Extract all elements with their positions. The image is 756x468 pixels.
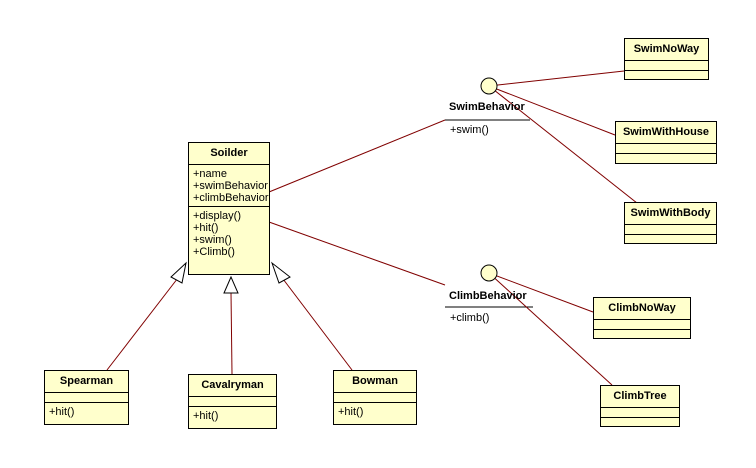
attribute: +swimBehavior bbox=[193, 180, 268, 192]
class-climbnoway[interactable]: ClimbNoWay bbox=[593, 297, 691, 339]
operation: +swim() bbox=[193, 234, 232, 246]
realization-climbtree bbox=[488, 272, 613, 386]
operation: +hit() bbox=[193, 410, 219, 422]
realization-swimwithbody bbox=[488, 85, 638, 204]
attributes bbox=[594, 320, 690, 330]
interface-swimbehavior-name: SwimBehavior bbox=[449, 101, 525, 113]
operation: +hit() bbox=[49, 406, 75, 418]
attribute: +name bbox=[193, 168, 227, 180]
operations: +display() +hit() +swim() +Climb() bbox=[189, 207, 269, 260]
attributes bbox=[189, 397, 276, 407]
class-climbtree[interactable]: ClimbTree bbox=[600, 385, 680, 427]
attribute: +climbBehavior bbox=[193, 192, 269, 204]
operations: +hit() bbox=[45, 403, 128, 420]
class-name: ClimbNoWay bbox=[594, 298, 690, 320]
class-name: SwimNoWay bbox=[625, 39, 708, 61]
attributes bbox=[616, 144, 716, 154]
interface-climbbehavior-name: ClimbBehavior bbox=[449, 290, 527, 302]
attributes bbox=[601, 408, 679, 418]
swimbehavior-interface-icon bbox=[480, 77, 498, 95]
generalization-arrowhead-left bbox=[170, 261, 187, 284]
operation: +hit() bbox=[193, 222, 219, 234]
class-spearman[interactable]: Spearman +hit() bbox=[44, 370, 129, 425]
realization-swimwithhouse bbox=[488, 85, 616, 136]
class-name: SwimWithBody bbox=[625, 203, 716, 225]
class-name: Cavalryman bbox=[189, 375, 276, 397]
realization-swimnoway bbox=[488, 70, 625, 87]
association-soilder-climbbehavior bbox=[268, 221, 446, 286]
association-soilder-swimbehavior bbox=[268, 119, 446, 193]
class-name: Bowman bbox=[334, 371, 416, 393]
attributes bbox=[45, 393, 128, 403]
operation: +Climb() bbox=[193, 246, 235, 258]
generalization-cavalryman bbox=[230, 291, 233, 375]
class-swimnoway[interactable]: SwimNoWay bbox=[624, 38, 709, 80]
interface-swimbehavior-operation: +swim() bbox=[450, 124, 489, 136]
generalization-arrowhead-center bbox=[223, 275, 239, 294]
operations: +hit() bbox=[334, 403, 416, 420]
interface-climbbehavior-operation: +climb() bbox=[450, 312, 490, 324]
operation: +display() bbox=[193, 210, 241, 222]
attributes: +name +swimBehavior +climbBehavior bbox=[189, 165, 269, 207]
generalization-bowman bbox=[279, 274, 353, 371]
class-swimwithbody[interactable]: SwimWithBody bbox=[624, 202, 717, 244]
generalization-arrowhead-right bbox=[270, 261, 291, 284]
class-name: Soilder bbox=[189, 143, 269, 165]
generalization-spearman bbox=[106, 273, 182, 371]
class-swimwithhouse[interactable]: SwimWithHouse bbox=[615, 121, 717, 164]
class-name: SwimWithHouse bbox=[616, 122, 716, 144]
class-soilder[interactable]: Soilder +name +swimBehavior +climbBehavi… bbox=[188, 142, 270, 275]
attributes bbox=[625, 61, 708, 71]
attributes bbox=[625, 225, 716, 235]
climbbehavior-interface-icon bbox=[480, 264, 498, 282]
class-name: ClimbTree bbox=[601, 386, 679, 408]
class-cavalryman[interactable]: Cavalryman +hit() bbox=[188, 374, 277, 429]
operations: +hit() bbox=[189, 407, 276, 424]
class-bowman[interactable]: Bowman +hit() bbox=[333, 370, 417, 425]
class-name: Spearman bbox=[45, 371, 128, 393]
operation: +hit() bbox=[338, 406, 364, 418]
attributes bbox=[334, 393, 416, 403]
realization-climbnoway bbox=[488, 272, 594, 313]
